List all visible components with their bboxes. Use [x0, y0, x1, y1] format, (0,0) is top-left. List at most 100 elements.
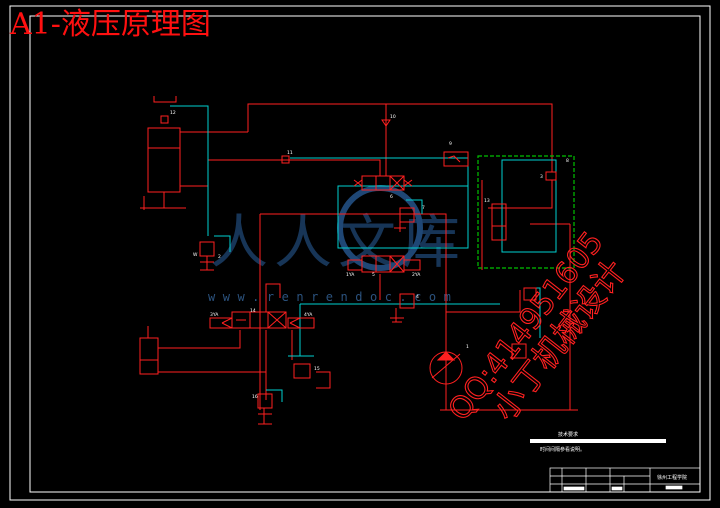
code-2: 2: [218, 254, 221, 260]
code-11: 11: [287, 150, 293, 156]
aux-valve-right2: [523, 287, 537, 301]
right-feed-line: [446, 290, 521, 313]
title-block-fill-1: [563, 486, 585, 491]
code-5: 5: [372, 272, 375, 278]
aux-valve-mid2: [399, 293, 415, 309]
cyan-left-valve: [214, 235, 231, 252]
upper-cylinder-body: [147, 127, 181, 193]
code-3: 3: [540, 174, 543, 180]
hydraulic-pump: [429, 351, 463, 385]
middle-loop-line: [260, 213, 447, 410]
code-14: 14: [250, 308, 256, 314]
pump-arrow: [431, 353, 461, 379]
title-block-school: 徐州工程学院: [657, 474, 687, 481]
aux-valve-lower-base: [316, 371, 331, 389]
left-valve-top-mount: [265, 283, 281, 312]
drawing-title: A1-液压原理图: [9, 7, 211, 42]
center-top-valve: [353, 175, 413, 191]
code-4: 4: [416, 294, 419, 300]
left-valve-arrows: [236, 311, 287, 329]
code-7: 7: [422, 205, 425, 211]
center-lower-arrows: [389, 255, 405, 273]
watermark-logo-text: 人人文库: [210, 208, 466, 276]
code-6: 6: [390, 194, 393, 200]
center-top-arrows: [389, 175, 405, 191]
center-lower-sol-2: [403, 259, 421, 271]
left-valve-cell-2: [249, 311, 269, 329]
pressure-switch: [443, 151, 469, 167]
title-block-fill-3: [665, 485, 683, 490]
notes-line1: 时间间隔参看说明。: [540, 446, 585, 453]
aux-valve-right: [511, 343, 527, 359]
aux-valve-mid-base: [394, 222, 406, 232]
center-top-spring-l: [353, 179, 363, 187]
code-16: 16: [252, 394, 258, 400]
center-top-spring-r: [403, 179, 413, 187]
filter-box: [281, 155, 290, 164]
pump-triangle: [436, 351, 456, 361]
center-top-cell-3: [389, 175, 405, 191]
label-2ya: 2YA: [412, 272, 421, 278]
center-mid-line: [208, 159, 381, 176]
code-15: 15: [314, 366, 320, 372]
label-1ya: 1YA: [346, 272, 355, 278]
left-solenoid-marks: [221, 317, 301, 329]
watermark: 人人文库 www.renrendoc.com: [208, 185, 466, 304]
cyan-bottom-valve: [266, 389, 283, 402]
aux-valve-mid: [399, 207, 415, 223]
watermark-ring: [337, 185, 423, 271]
solenoid-labels: 3YA 4YA 1YA 2YA: [210, 272, 421, 318]
right-box-valve-1: [491, 203, 507, 227]
aux-valve-bottom: [257, 393, 273, 409]
aux-valve-lower: [293, 363, 311, 379]
label-3ya: 3YA: [210, 312, 219, 318]
lower-cylinder-line-1: [158, 330, 241, 349]
designer-stamp: QQ:414951605 小丁机械设计: [441, 225, 634, 428]
main-top-line: [247, 103, 553, 172]
aux-valve-bottom-base: [258, 408, 272, 425]
notes-bar: [530, 439, 666, 443]
inner-frame: [29, 15, 701, 493]
watermark-site-text: www.renrendoc.com: [208, 290, 458, 304]
code-1: 1: [466, 344, 469, 350]
upper-cylinder-valve: [160, 115, 169, 124]
technical-notes: 技术要求 时间间隔参看说明。: [530, 431, 666, 453]
component-codes: 12 11 10 9 8 7 6 5 4 3 2 1 13 14 15 16 W: [170, 110, 569, 400]
center-lower-sol-1: [347, 259, 363, 271]
right-box-link-2: [488, 180, 553, 209]
center-lower-valve: [347, 255, 421, 273]
code-10: 10: [390, 114, 396, 120]
right-box-small: [545, 171, 557, 181]
right-box-valve-2: [491, 225, 507, 241]
green-subsystem-box: [477, 155, 575, 269]
cyan-left-top: [170, 105, 209, 236]
cyan-mid-valve: [406, 199, 423, 214]
aux-valve-left-base: [200, 256, 214, 271]
upper-cylinder-top-mount: [153, 96, 177, 103]
code-13: 13: [484, 198, 490, 204]
lower-cylinder: [139, 326, 159, 375]
label-4ya: 4YA: [304, 312, 313, 318]
notes-heading: 技术要求: [558, 431, 578, 438]
check-valve-top: [381, 119, 391, 127]
auxiliary-valves: [199, 119, 557, 425]
title-block-frame: [549, 467, 701, 493]
code-8: 8: [566, 158, 569, 164]
cyan-mid-top: [290, 157, 469, 186]
title-block: [549, 467, 701, 493]
title-block-fill-2: [611, 486, 623, 491]
upper-cylinder-base: [140, 196, 186, 210]
aux-valve-mid2-base: [390, 308, 404, 323]
left-directional-valve: [209, 283, 315, 329]
code-w: W: [193, 252, 198, 258]
code-9: 9: [449, 141, 452, 147]
cyan-right-box: [501, 159, 557, 253]
lower-cylinder-body: [139, 337, 159, 375]
code-12: 12: [170, 110, 176, 116]
left-valve-cell-3: [267, 311, 287, 329]
upper-cylinder: [140, 96, 186, 210]
left-solenoid-2: [287, 317, 315, 329]
pressure-switch-mark: [447, 155, 461, 163]
left-solenoid-1: [209, 317, 233, 329]
